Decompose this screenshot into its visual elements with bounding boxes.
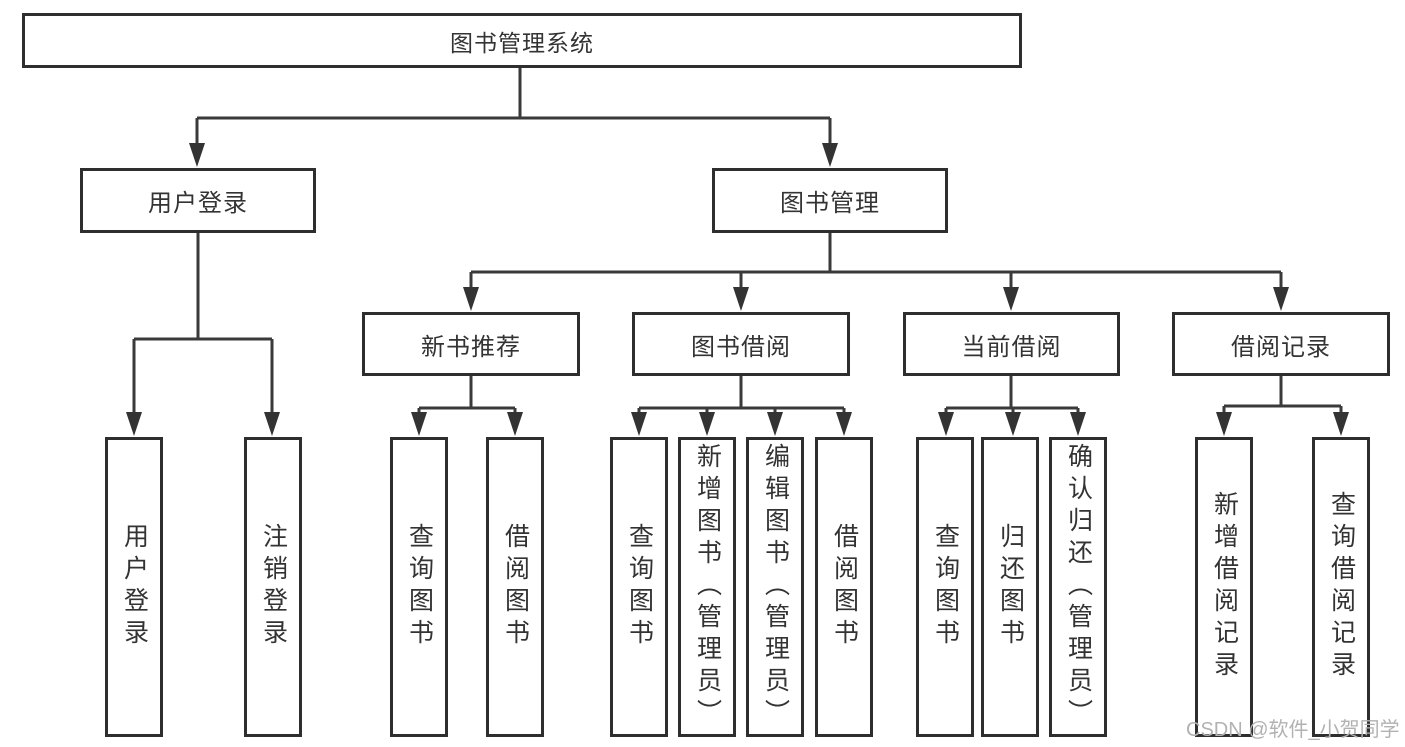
leaf-current-return-books: 归还图书 <box>981 437 1039 737</box>
leaf-current-return-books-label: 归还图书 <box>996 523 1025 651</box>
leaf-borrowing-add-books-admin: 新增图书（管理员） <box>678 437 736 737</box>
leaf-recommend-query-books-label: 查询图书 <box>405 523 434 651</box>
leaf-records-query-record: 查询借阅记录 <box>1312 437 1370 737</box>
node-new-book-recommend: 新书推荐 <box>362 312 580 376</box>
node-book-management-label: 图书管理 <box>780 190 880 217</box>
node-user-login-label: 用户登录 <box>148 190 248 217</box>
leaf-borrowing-edit-books-admin: 编辑图书（管理员） <box>746 437 804 737</box>
node-book-borrowing: 图书借阅 <box>632 312 850 376</box>
node-borrow-records: 借阅记录 <box>1172 312 1390 376</box>
leaf-borrowing-edit-books-admin-label: 编辑图书（管理员） <box>761 443 790 731</box>
node-user-login: 用户登录 <box>80 168 316 233</box>
watermark: CSDN @软件_小贺同学 <box>1186 719 1400 741</box>
leaf-logout: 注销登录 <box>244 437 302 737</box>
node-current-borrowing-label: 当前借阅 <box>961 333 1062 361</box>
node-current-borrowing: 当前借阅 <box>903 312 1120 376</box>
leaf-logout-label: 注销登录 <box>259 523 288 651</box>
leaf-records-add-record: 新增借阅记录 <box>1195 437 1253 737</box>
leaf-recommend-query-books: 查询图书 <box>390 437 448 737</box>
leaf-borrowing-query-books-label: 查询图书 <box>625 523 654 651</box>
node-borrow-records-label: 借阅记录 <box>1231 333 1331 361</box>
leaf-current-confirm-return-admin-label: 确认归还（管理员） <box>1064 443 1093 731</box>
leaf-user-login: 用户登录 <box>105 437 163 737</box>
leaf-user-login-label: 用户登录 <box>120 523 149 651</box>
leaf-records-add-record-label: 新增借阅记录 <box>1210 491 1239 683</box>
node-book-management: 图书管理 <box>712 168 948 233</box>
leaf-borrowing-borrow-books: 借阅图书 <box>815 437 873 737</box>
leaf-recommend-borrow-books: 借阅图书 <box>486 437 544 737</box>
leaf-borrowing-add-books-admin-label: 新增图书（管理员） <box>693 443 722 731</box>
leaf-records-query-record-label: 查询借阅记录 <box>1327 491 1356 683</box>
leaf-current-query-books-label: 查询图书 <box>931 523 960 651</box>
node-root-system: 图书管理系统 <box>22 13 1022 68</box>
leaf-borrowing-borrow-books-label: 借阅图书 <box>830 523 859 651</box>
leaf-recommend-borrow-books-label: 借阅图书 <box>501 523 530 651</box>
leaf-borrowing-query-books: 查询图书 <box>610 437 668 737</box>
node-book-borrowing-label: 图书借阅 <box>691 333 791 361</box>
node-new-book-recommend-label: 新书推荐 <box>421 333 521 361</box>
node-root-label: 图书管理系统 <box>450 29 594 56</box>
leaf-current-query-books: 查询图书 <box>916 437 974 737</box>
leaf-current-confirm-return-admin: 确认归还（管理员） <box>1049 437 1107 737</box>
